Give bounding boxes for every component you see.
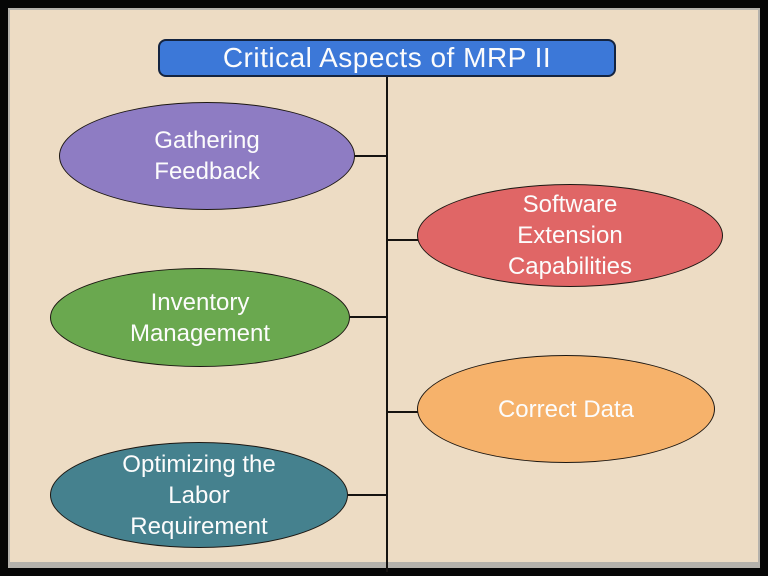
node-label: Software Extension Capabilities	[507, 191, 633, 280]
diagram-title: Critical Aspects of MRP II	[158, 39, 616, 77]
node-correct-data: Correct Data	[417, 355, 715, 463]
connector-correct-data	[388, 411, 418, 413]
connector-gathering-feedback	[355, 155, 387, 157]
node-label: Correct Data	[497, 395, 635, 423]
connector-optimizing-the-labor-requirement	[348, 494, 388, 496]
node-optimizing-the-labor-requirement: Optimizing the Labor Requirement	[50, 442, 348, 548]
connector-inventory-management	[350, 316, 388, 318]
node-label: Optimizing the Labor Requirement	[122, 450, 276, 540]
diagram-canvas: Critical Aspects of MRP II Gathering Fee…	[8, 8, 760, 572]
node-label: Gathering Feedback	[154, 127, 260, 185]
node-gathering-feedback: Gathering Feedback	[59, 102, 355, 210]
node-inventory-management: Inventory Management	[50, 268, 350, 367]
node-software-extension-capabilities: Software Extension Capabilities	[417, 184, 723, 287]
connector-software-extension-capabilities	[388, 239, 418, 241]
trunk-line	[386, 77, 388, 572]
node-label: Inventory Management	[129, 288, 271, 347]
